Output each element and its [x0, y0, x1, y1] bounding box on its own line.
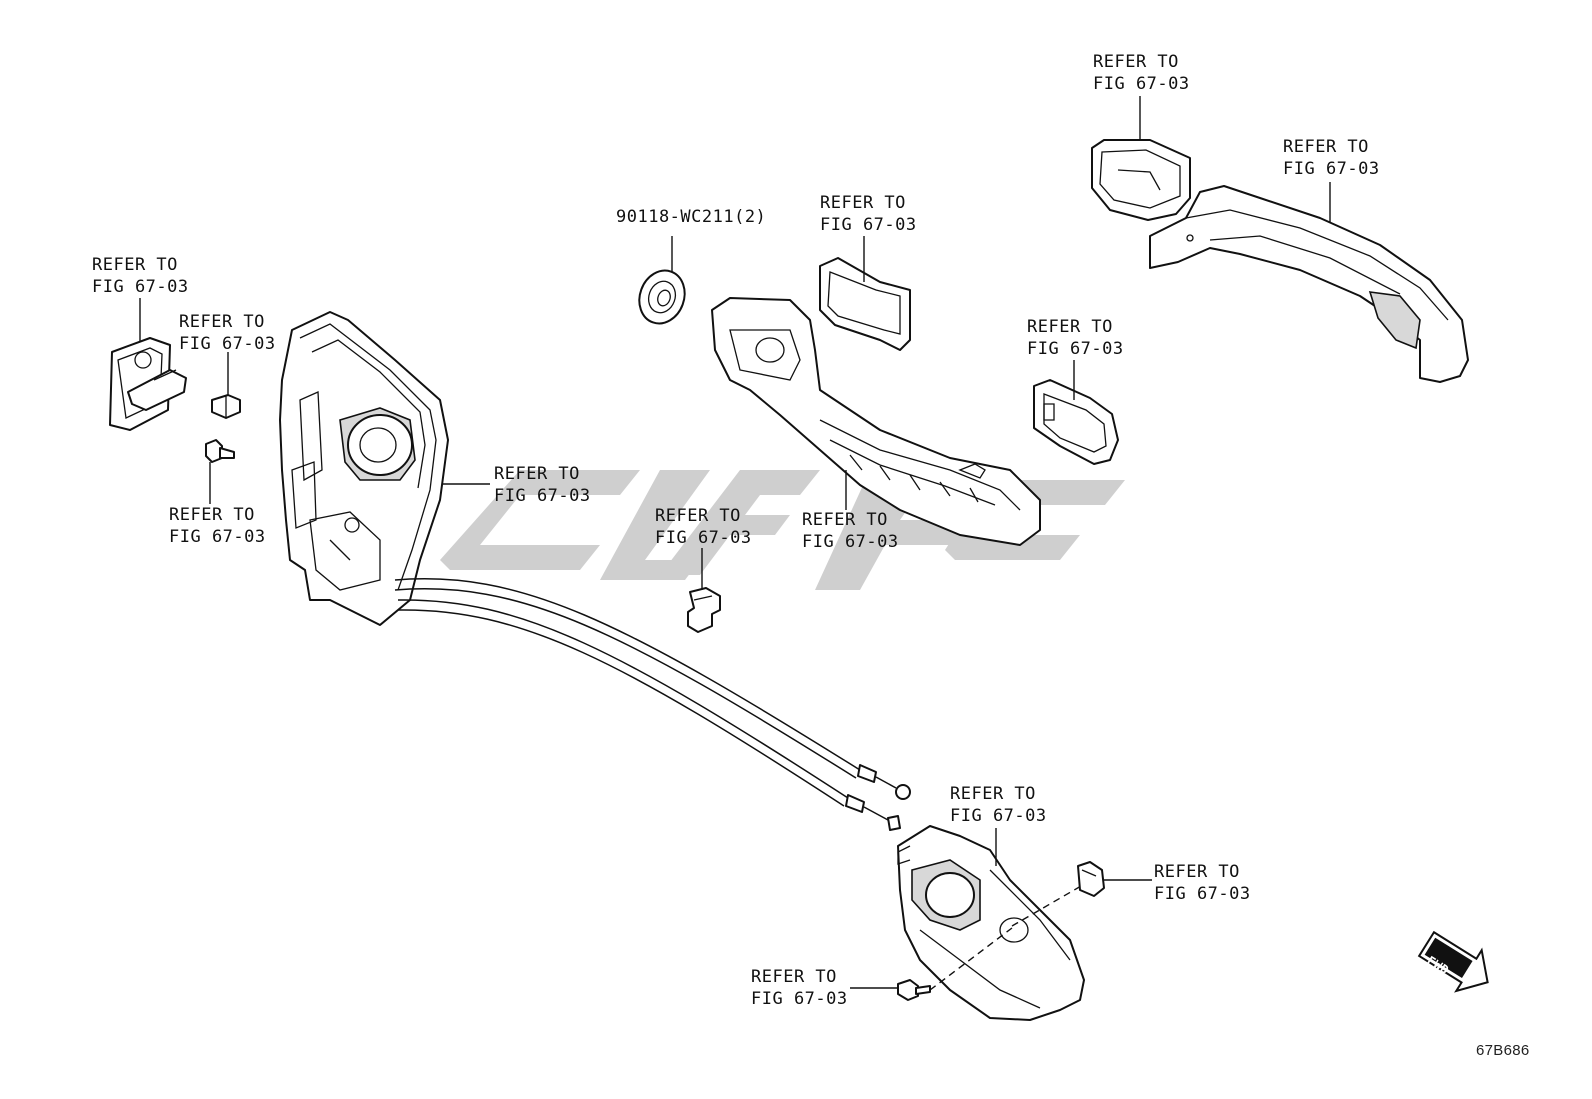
- callout-lock-assembly: REFER TO FIG 67-03: [494, 463, 591, 507]
- callout-line: FIG 67-03: [655, 528, 752, 548]
- fwd-arrow: [1417, 930, 1489, 993]
- callout-clip: REFER TO FIG 67-03: [655, 505, 752, 549]
- callout-line: FIG 67-03: [1154, 884, 1251, 904]
- callout-grommet: 90118-WC211(2): [616, 206, 766, 228]
- door-lock-assembly: [279, 311, 449, 626]
- callout-handle-frame: REFER TO FIG 67-03: [802, 509, 899, 553]
- callout-pad-rear: REFER TO FIG 67-03: [1027, 316, 1124, 360]
- callout-line: REFER TO: [92, 255, 178, 275]
- callout-striker: REFER TO FIG 67-03: [92, 254, 189, 298]
- callout-cover: REFER TO FIG 67-03: [1093, 51, 1190, 95]
- callout-line: REFER TO: [1093, 52, 1179, 72]
- callout-line: FIG 67-03: [820, 215, 917, 235]
- clip: [687, 587, 721, 633]
- callout-line: REFER TO: [1154, 862, 1240, 882]
- handle-pad-front: [819, 257, 911, 351]
- callout-line: FIG 67-03: [179, 334, 276, 354]
- callout-line: REFER TO: [169, 505, 255, 525]
- callout-inner-screw: REFER TO FIG 67-03: [751, 966, 848, 1010]
- callout-line: FIG 67-03: [950, 806, 1047, 826]
- callout-line: FIG 67-03: [1283, 159, 1380, 179]
- callout-line: REFER TO: [1027, 317, 1113, 337]
- handle-cover: [1091, 139, 1191, 221]
- callout-line: FIG 67-03: [1093, 74, 1190, 94]
- inner-handle-cap: [1077, 861, 1105, 897]
- callout-outer-handle: REFER TO FIG 67-03: [1283, 136, 1380, 180]
- lock-cables: [394, 578, 911, 831]
- screw-top: [211, 394, 241, 419]
- callout-line: REFER TO: [820, 193, 906, 213]
- callout-line: FIG 67-03: [169, 527, 266, 547]
- callout-line: FIG 67-03: [802, 532, 899, 552]
- part-number: 90118-WC211(2): [616, 207, 767, 227]
- callout-line: REFER TO: [802, 510, 888, 530]
- callout-line: FIG 67-03: [751, 989, 848, 1009]
- callout-screw-top: REFER TO FIG 67-03: [179, 311, 276, 355]
- grommet: [638, 269, 686, 325]
- callout-inner-cap: REFER TO FIG 67-03: [1154, 861, 1251, 905]
- callout-inner-handle: REFER TO FIG 67-03: [950, 783, 1047, 827]
- callout-pad-front: REFER TO FIG 67-03: [820, 192, 917, 236]
- callout-line: REFER TO: [950, 784, 1036, 804]
- outer-handle: [1149, 185, 1469, 383]
- callout-line: FIG 67-03: [92, 277, 189, 297]
- callout-line: REFER TO: [179, 312, 265, 332]
- screw-bottom: [205, 439, 235, 463]
- inner-screw: [897, 979, 931, 1001]
- door-striker: [109, 337, 187, 431]
- inner-handle: [897, 825, 1085, 1021]
- callout-line: FIG 67-03: [1027, 339, 1124, 359]
- callout-line: REFER TO: [655, 506, 741, 526]
- figure-code: 67B686: [1476, 1042, 1530, 1059]
- callout-screw-bottom: REFER TO FIG 67-03: [169, 504, 266, 548]
- callout-line: FIG 67-03: [494, 486, 591, 506]
- callout-line: REFER TO: [1283, 137, 1369, 157]
- outer-handle-frame: [711, 297, 1041, 546]
- callout-line: REFER TO: [494, 464, 580, 484]
- callout-line: REFER TO: [751, 967, 837, 987]
- handle-pad-rear: [1033, 379, 1119, 465]
